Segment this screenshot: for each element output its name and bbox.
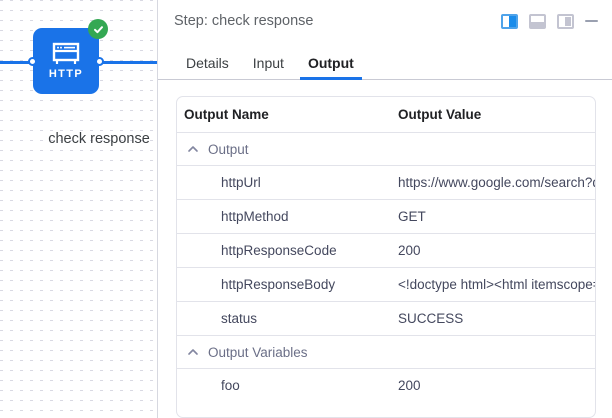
- success-check-badge: [88, 19, 108, 39]
- group-label: Output Variables: [208, 344, 308, 360]
- cell-output-name: httpResponseBody: [177, 267, 392, 302]
- table-row[interactable]: status SUCCESS: [177, 301, 595, 336]
- tab-input[interactable]: Input: [252, 55, 284, 71]
- table-row[interactable]: httpResponseBody <!doctype html><html it…: [177, 267, 595, 302]
- table-row[interactable]: httpMethod GET: [177, 199, 595, 234]
- output-table-card: Output Name Output Value: [176, 96, 596, 418]
- node-input-port[interactable]: [28, 57, 37, 66]
- group-cell[interactable]: Output Variables: [177, 335, 595, 369]
- panel-dock-side-icon[interactable]: [557, 13, 574, 29]
- cell-output-name: httpUrl: [177, 165, 392, 200]
- node-body[interactable]: HTTP: [28, 19, 108, 94]
- cell-output-value: https://www.google.com/search?q=: [392, 165, 595, 200]
- table-body: Output httpUrl https://www.google.com/se…: [177, 132, 595, 403]
- cell-output-name: httpMethod: [177, 199, 392, 234]
- node-output-port[interactable]: [95, 57, 104, 66]
- group-cell[interactable]: Output: [177, 132, 595, 166]
- cell-output-value: GET: [392, 199, 595, 234]
- panel-dock-right-icon[interactable]: [501, 13, 518, 29]
- panel-header-actions: [501, 13, 598, 29]
- cell-output-value: 200: [398, 378, 421, 393]
- panel-header: Step: check response: [158, 0, 612, 42]
- table-row[interactable]: httpUrl https://www.google.com/search?q=: [177, 165, 595, 200]
- cell-output-name: foo: [221, 378, 240, 393]
- cell-output-value: SUCCESS: [392, 301, 595, 336]
- table-header-row: Output Name Output Value: [177, 97, 595, 133]
- tab-output[interactable]: Output: [296, 55, 366, 80]
- workflow-canvas[interactable]: HTTP check response: [0, 0, 158, 418]
- table-row[interactable]: foo 200: [177, 369, 595, 403]
- table-row[interactable]: httpResponseCode 200: [177, 233, 595, 268]
- step-details-panel: Step: check response Details Input Outpu…: [158, 0, 612, 418]
- column-header-output-name: Output Name: [177, 97, 392, 133]
- node-label: check response: [48, 131, 150, 147]
- panel-divider: [157, 0, 158, 418]
- page-title: Step: check response: [174, 13, 314, 29]
- panel-body: Output Name Output Value: [158, 80, 612, 418]
- table-group-row-output-variables[interactable]: Output Variables: [177, 335, 595, 369]
- cell-output-value: 200: [392, 233, 595, 268]
- chevron-up-icon[interactable]: [187, 143, 199, 155]
- cell-output-name: httpResponseCode: [177, 233, 392, 268]
- http-browser-icon: [50, 42, 82, 68]
- panel-tabs: Details Input Output: [158, 42, 612, 80]
- workflow-node-check-response[interactable]: HTTP check response: [28, 19, 150, 147]
- column-header-output-value: Output Value: [392, 97, 595, 133]
- minimize-icon[interactable]: [585, 20, 598, 22]
- tab-details[interactable]: Details: [186, 55, 229, 71]
- group-label: Output: [208, 141, 249, 157]
- table-group-row-output[interactable]: Output: [177, 132, 595, 166]
- node-type-label: HTTP: [48, 68, 84, 80]
- chevron-up-icon[interactable]: [187, 346, 199, 358]
- panel-dock-bottom-icon[interactable]: [529, 13, 546, 29]
- table-header: Output Name Output Value: [177, 97, 595, 133]
- output-table: Output Name Output Value: [177, 97, 595, 402]
- cell-output-value: <!doctype html><html itemscope=': [392, 267, 595, 302]
- cell-output-name: status: [177, 301, 392, 336]
